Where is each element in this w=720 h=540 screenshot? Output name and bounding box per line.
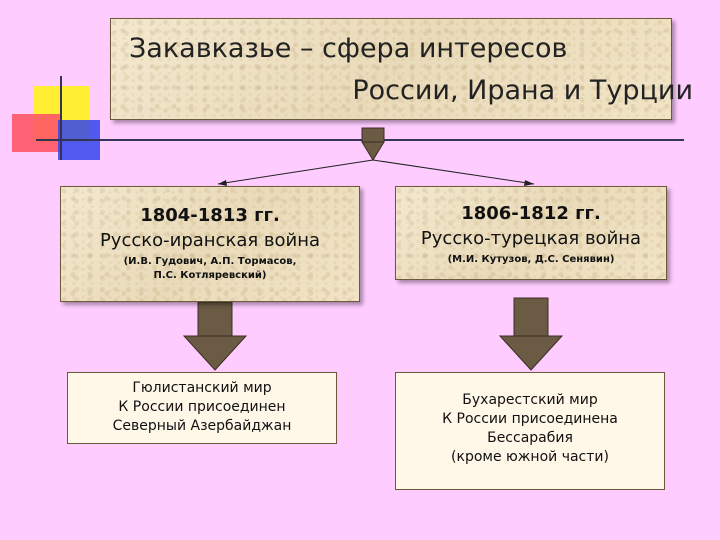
treaty-line: Северный Азербайджан [112,418,292,434]
title-box: Закавказье – сфера интересов России, Ира… [110,18,693,120]
treaty-box-bucharest: Бухарестский мир К России присоединена Б… [395,372,665,490]
treaty-line: К России присоединена [442,411,618,427]
war-years: 1804-1813 гг. [140,205,280,226]
treaty-box-gulistan: Гюлистанский мир К России присоединен Се… [67,372,337,444]
treaty-line: Гюлистанский мир [132,380,272,396]
treaty-line: (кроме южной части) [451,449,609,465]
war-commanders-line: (И.В. Гудович, А.П. Тормасов, [123,256,297,267]
title-connector-arrow [361,141,385,161]
war-commanders: (И.В. Гудович, А.П. Тормасов, П.С. Котля… [61,255,359,283]
title-line-1: Закавказье – сфера интересов [129,33,568,64]
war-box-russo-turkish: 1806-1812 гг. Русско-турецкая война (М.И… [395,186,667,280]
war-commanders-line: П.С. Котляревский) [153,270,267,281]
war-name: Русско-иранская война [99,230,321,251]
treaty-line: Бессарабия [487,430,573,446]
war-years: 1806-1812 гг. [461,203,601,224]
deco-red-square [12,114,62,152]
war-box-russo-persian: 1804-1813 гг. Русско-иранская война (И.В… [60,186,360,302]
treaty-line: К России присоединен [118,399,286,415]
title-line-2: России, Ирана и Турции [352,75,693,106]
war-commanders-line: (М.И. Кутузов, Д.С. Сенявин) [447,254,615,265]
down-arrow-left [182,301,248,371]
branch-arrowhead-right [524,180,534,186]
war-name: Русско-турецкая война [420,228,642,249]
title-connector-block [361,127,385,143]
treaty-line: Бухарестский мир [462,392,598,408]
branch-arrowhead-left [218,180,227,186]
branch-line-left [217,159,374,185]
branch-line-right [372,159,535,185]
down-arrow-right [498,297,564,371]
war-commanders: (М.И. Кутузов, Д.С. Сенявин) [396,253,666,267]
